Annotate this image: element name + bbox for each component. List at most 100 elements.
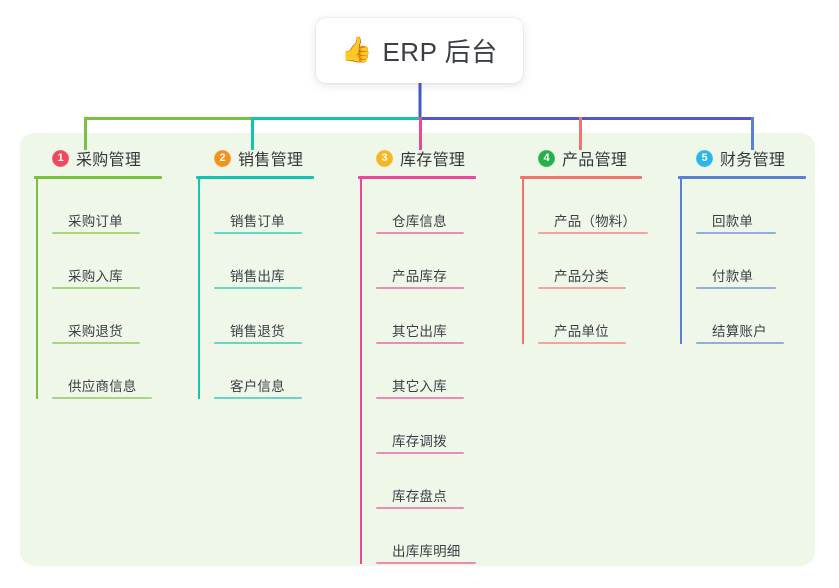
branch-spine bbox=[360, 179, 362, 564]
branch-item-rule bbox=[376, 287, 464, 289]
branch-item[interactable]: 库存调拨 bbox=[376, 399, 518, 454]
branch-item-rule bbox=[376, 452, 464, 454]
branch-item-rule bbox=[376, 232, 464, 234]
branch-item-rule bbox=[52, 232, 140, 234]
root-node-erp-backend[interactable]: 👍 ERP 后台 bbox=[316, 18, 523, 83]
branch-item-rule bbox=[696, 232, 776, 234]
branch-item[interactable]: 回款单 bbox=[696, 179, 838, 234]
branch-item-label: 产品单位 bbox=[554, 324, 609, 339]
branch-header-rule bbox=[196, 176, 314, 179]
branch-items-2: 销售订单销售出库销售退货客户信息 bbox=[196, 179, 356, 399]
branch-item-rule bbox=[696, 342, 784, 344]
branch-item-rule bbox=[214, 287, 302, 289]
branch-header-1[interactable]: 1 采购管理 bbox=[34, 146, 194, 170]
branch-items-3: 仓库信息产品库存其它出库其它入库库存调拨库存盘点出库库明细 bbox=[358, 179, 518, 564]
branch-item-label: 回款单 bbox=[712, 214, 754, 229]
branch-item-label: 供应商信息 bbox=[68, 379, 137, 394]
branch-item-label: 客户信息 bbox=[230, 379, 285, 394]
branch-spine bbox=[680, 179, 682, 344]
branch-item-label: 销售订单 bbox=[230, 214, 285, 229]
branch-item[interactable]: 采购订单 bbox=[52, 179, 194, 234]
branch-column-5: 5 财务管理回款单付款单结算账户 bbox=[678, 146, 838, 344]
branch-item-label: 库存盘点 bbox=[392, 489, 447, 504]
branch-item[interactable]: 销售出库 bbox=[214, 234, 356, 289]
branch-item-rule bbox=[376, 342, 464, 344]
branch-item-rule bbox=[538, 232, 648, 234]
branch-header-rule bbox=[678, 176, 806, 179]
branch-item[interactable]: 销售退货 bbox=[214, 289, 356, 344]
branch-title: 采购管理 bbox=[76, 152, 142, 169]
branch-number-badge: 1 bbox=[52, 149, 69, 167]
branch-spine bbox=[522, 179, 524, 344]
branch-header-rule bbox=[358, 176, 476, 179]
branch-item[interactable]: 付款单 bbox=[696, 234, 838, 289]
branch-item-rule bbox=[376, 507, 464, 509]
branch-item[interactable]: 其它入库 bbox=[376, 344, 518, 399]
branch-item-label: 结算账户 bbox=[712, 324, 767, 339]
branch-item-label: 销售退货 bbox=[230, 324, 285, 339]
branch-items-5: 回款单付款单结算账户 bbox=[678, 179, 838, 344]
branch-item[interactable]: 产品库存 bbox=[376, 234, 518, 289]
branch-item-label: 其它出库 bbox=[392, 324, 447, 339]
branch-item-label: 出库库明细 bbox=[392, 544, 461, 559]
branch-item-rule bbox=[52, 287, 140, 289]
branch-items-4: 产品（物料） 产品分类产品单位 bbox=[520, 179, 680, 344]
branch-item-rule bbox=[376, 397, 464, 399]
branch-number-badge: 2 bbox=[214, 149, 231, 167]
branch-item[interactable]: 产品分类 bbox=[538, 234, 680, 289]
branch-number-badge: 5 bbox=[696, 149, 713, 167]
branch-spine bbox=[36, 179, 38, 399]
branch-number-badge: 4 bbox=[538, 149, 555, 167]
branch-title: 库存管理 bbox=[400, 152, 466, 169]
branch-header-5[interactable]: 5 财务管理 bbox=[678, 146, 838, 170]
branch-column-1: 1 采购管理采购订单采购入库采购退货供应商信息 bbox=[34, 146, 194, 399]
branch-item-label: 采购入库 bbox=[68, 269, 123, 284]
thumbs-up-icon: 👍 bbox=[341, 36, 373, 64]
branch-item[interactable]: 采购退货 bbox=[52, 289, 194, 344]
branch-title: 财务管理 bbox=[720, 152, 786, 169]
branch-item-rule bbox=[52, 397, 152, 399]
branch-number-badge: 3 bbox=[376, 149, 393, 167]
branch-item-rule bbox=[538, 287, 626, 289]
branch-item[interactable]: 出库库明细 bbox=[376, 509, 518, 564]
branch-item[interactable]: 销售订单 bbox=[214, 179, 356, 234]
branch-item[interactable]: 客户信息 bbox=[214, 344, 356, 399]
branch-item-label: 其它入库 bbox=[392, 379, 447, 394]
root-node-title: ERP 后台 bbox=[382, 37, 498, 67]
branch-item[interactable]: 产品单位 bbox=[538, 289, 680, 344]
branch-item[interactable]: 采购入库 bbox=[52, 234, 194, 289]
branch-header-rule bbox=[34, 176, 162, 179]
branch-item-label: 采购订单 bbox=[68, 214, 123, 229]
branch-item-label: 仓库信息 bbox=[392, 214, 447, 229]
branch-item-label: 销售出库 bbox=[230, 269, 285, 284]
branch-item[interactable]: 其它出库 bbox=[376, 289, 518, 344]
branch-item-rule bbox=[696, 287, 776, 289]
branch-item-rule bbox=[214, 232, 302, 234]
branch-item[interactable]: 结算账户 bbox=[696, 289, 838, 344]
branch-item-label: 产品分类 bbox=[554, 269, 609, 284]
branch-column-3: 3 库存管理仓库信息产品库存其它出库其它入库库存调拨库存盘点出库库明细 bbox=[358, 146, 518, 564]
branch-header-rule bbox=[520, 176, 642, 179]
branch-item-rule bbox=[214, 397, 302, 399]
branch-item-label: 付款单 bbox=[712, 269, 754, 284]
branch-header-3[interactable]: 3 库存管理 bbox=[358, 146, 518, 170]
branch-header-4[interactable]: 4 产品管理 bbox=[520, 146, 680, 170]
branch-spine bbox=[198, 179, 200, 399]
branch-item[interactable]: 供应商信息 bbox=[52, 344, 194, 399]
branch-item-label: 采购退货 bbox=[68, 324, 123, 339]
branch-item[interactable]: 产品（物料） bbox=[538, 179, 680, 234]
branch-items-1: 采购订单采购入库采购退货供应商信息 bbox=[34, 179, 194, 399]
branch-item[interactable]: 仓库信息 bbox=[376, 179, 518, 234]
branch-item[interactable]: 库存盘点 bbox=[376, 454, 518, 509]
branch-item-rule bbox=[376, 562, 476, 564]
branches-background-panel bbox=[20, 133, 815, 566]
branch-title: 产品管理 bbox=[562, 152, 628, 169]
branch-item-label: 产品（物料） bbox=[554, 214, 637, 229]
branch-item-label: 库存调拨 bbox=[392, 434, 447, 449]
branch-item-rule bbox=[52, 342, 140, 344]
branch-item-label: 产品库存 bbox=[392, 269, 447, 284]
